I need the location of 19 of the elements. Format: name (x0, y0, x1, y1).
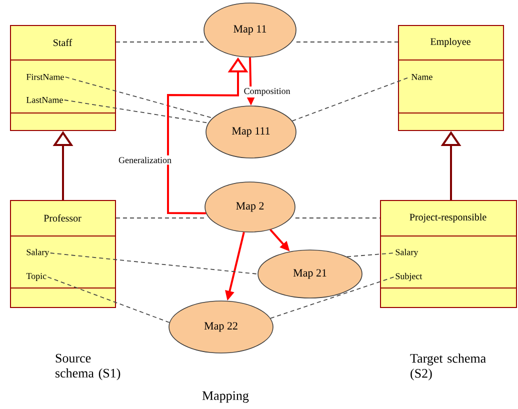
attribute-text: LastName (26, 97, 63, 103)
connector (270, 276, 394, 319)
attribute-text: Salary (26, 248, 50, 258)
caption-text: Target schema (S2) (410, 354, 486, 380)
edge-label: Generalization (117, 155, 173, 165)
caption-text: Source schema (S1) (56, 354, 120, 380)
connector (346, 252, 394, 258)
attribute-text: FirstName (26, 74, 64, 80)
edge-label: Composition (242, 86, 292, 98)
connector (292, 76, 410, 122)
attribute-text: Name (411, 74, 432, 80)
connector (64, 100, 209, 124)
attribute-text: Subject (396, 272, 422, 282)
connector (50, 252, 258, 274)
connector (64, 76, 213, 118)
attribute-text: Topic (26, 273, 46, 281)
attribute-text: Salary (396, 248, 418, 258)
connector (47, 276, 170, 323)
caption-text: Mapping (202, 391, 249, 403)
